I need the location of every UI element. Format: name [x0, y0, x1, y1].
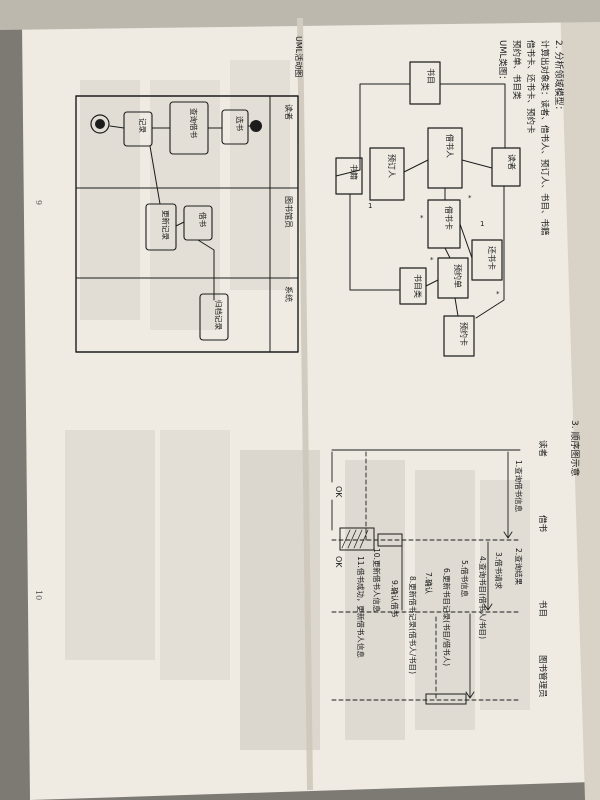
svg-text:查询借书: 查询借书: [189, 108, 199, 138]
page-number-left: 9: [34, 200, 43, 205]
svg-text:更新记录: 更新记录: [161, 210, 171, 240]
seq-msg-3: 3.借书请求: [494, 552, 504, 590]
svg-text:借书卡: 借书卡: [444, 206, 454, 230]
section-2-notes: 2. 分析领域模型： 计算出对象类：读者、借书人、预订人、书目、书籍 借书卡、还…: [497, 40, 565, 236]
class-box-duzhe: 读者: [491, 147, 521, 187]
class-box-yudingren: 预订人: [369, 147, 405, 201]
seq-title: 3. 顺序图示意: [569, 420, 581, 476]
sequence-diagram: 3. 顺序图示意 读者 借书 书目 图书管理员 1.查询借书信息 2.查询结果 …: [331, 420, 581, 705]
svg-text:1: 1: [368, 202, 372, 210]
activation-3: [425, 693, 467, 705]
seq-msg-11: 11.借书成功，更新借书人信息: [356, 556, 366, 658]
svg-text:*: *: [468, 194, 472, 202]
seq-msg-8: 8.更新借书记录(借书人/书目): [408, 576, 418, 674]
svg-text:预约卡: 预约卡: [459, 322, 469, 346]
seq-msg-5: 5.借书信息: [460, 560, 470, 598]
action-record: 记录: [123, 111, 153, 147]
svg-text:还书卡: 还书卡: [487, 246, 497, 270]
class-box-yuyuedan: 预约单: [437, 257, 469, 299]
seq-msg-9: 9.确认借书: [390, 580, 400, 618]
class-box-yuyueka: 预约卡: [443, 315, 475, 357]
seq-actor-jieshu: 借书: [537, 515, 548, 533]
action-select-book: 选书: [221, 109, 249, 145]
svg-text:读者: 读者: [507, 154, 517, 170]
svg-text:借书人: 借书人: [445, 134, 455, 158]
swimlane-frame: [75, 95, 299, 353]
seq-ok-2: OK: [334, 556, 343, 568]
page-number-right: 10: [34, 590, 43, 600]
seq-actor-shumu: 书目: [537, 600, 548, 617]
bleed-through-text: [65, 60, 530, 750]
svg-text:预约单: 预约单: [453, 264, 463, 288]
lane-duzhe: 读者: [284, 104, 294, 120]
svg-text:书目类: 书目类: [413, 274, 423, 298]
seq-msg-7: 7.确认: [424, 572, 434, 595]
seq-msg-4: 4.查询书目(借书人/书目): [478, 556, 488, 639]
seq-actor-duzhe: 读者: [537, 440, 548, 458]
heading-2: 2. 分析领域模型：: [553, 40, 565, 114]
svg-text:书目: 书目: [426, 68, 436, 84]
svg-text:*: *: [496, 290, 500, 298]
activation-2: [377, 533, 403, 547]
lane-system: 系统: [284, 286, 294, 302]
seq-msg-2: 2.查询结果: [514, 548, 524, 586]
seq-actor-librarian: 图书管理员: [537, 655, 548, 698]
action-update-record: 更新记录: [145, 203, 177, 251]
svg-text:选书: 选书: [235, 116, 245, 131]
class-diagram: 书目 读者 借书人 预订人 书籍 借书卡 还书卡 预约单: [335, 61, 521, 357]
top-edge: [0, 0, 600, 30]
activity-title: UML活动图: [294, 36, 304, 77]
svg-text:记录: 记录: [138, 118, 147, 133]
seq-msg-1: 1.查询借书信息: [514, 460, 524, 513]
class-box-shumu: 书目: [409, 61, 441, 105]
activation-1: [339, 527, 375, 551]
svg-text:预订人: 预订人: [387, 154, 397, 178]
seq-msg-6: 6.更新书目记录(书目/借书人): [442, 568, 452, 666]
line-2b: 借书卡、还书卡、预约卡: [525, 40, 536, 134]
line-2a: 计算出对象类：读者、借书人、预订人、书目、书籍: [539, 40, 550, 236]
line-2c: 预约单、书目类: [511, 40, 522, 100]
svg-text:1: 1: [480, 220, 484, 228]
end-node: [90, 114, 110, 134]
page-edge-shadow: [560, 0, 600, 800]
start-node: [250, 120, 262, 132]
activity-diagram: UML活动图 读者 图书馆员 系统 选书 查询借书 记录 借书 更: [75, 36, 304, 353]
seq-msg-10: 10.更新借书人信息: [372, 548, 382, 613]
seq-ok-1: OK: [334, 486, 343, 498]
svg-text:*: *: [430, 256, 434, 264]
svg-text:*: *: [420, 214, 424, 222]
class-box-huanshuka: 还书卡: [471, 239, 503, 281]
uml-label: UML类图：: [497, 40, 508, 84]
svg-text:归档记录: 归档记录: [214, 300, 224, 330]
svg-text:借书: 借书: [198, 212, 208, 227]
lane-librarian: 图书馆员: [284, 196, 294, 228]
